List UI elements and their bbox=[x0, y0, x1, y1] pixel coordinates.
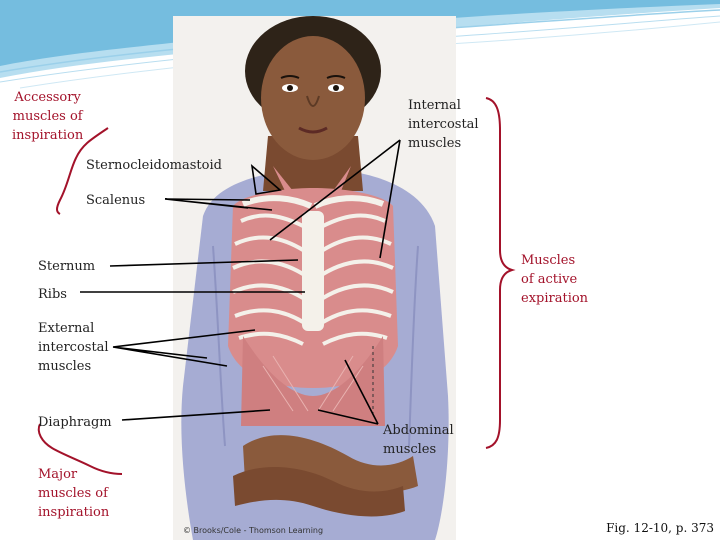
scalenus-label: Scalenus bbox=[86, 193, 146, 208]
accessory-muscles-label: Accessory muscles of inspiration bbox=[12, 90, 84, 143]
figure-reference: Fig. 12-10, p. 373 bbox=[606, 521, 714, 535]
anatomy-illustration bbox=[173, 16, 456, 540]
internal-intercostal-label: Internal intercostal muscles bbox=[408, 98, 479, 151]
external-intercostal-label: External intercostal muscles bbox=[38, 321, 109, 374]
active-expiration-label: Muscles of active expiration bbox=[521, 253, 589, 306]
ribs-label: Ribs bbox=[38, 287, 67, 302]
torso-drawing bbox=[181, 16, 449, 540]
diaphragm-label: Diaphragm bbox=[38, 415, 112, 430]
expiration-bracket bbox=[485, 97, 516, 449]
abdominal-muscles-label: Abdominal muscles bbox=[383, 423, 454, 457]
sternum-label: Sternum bbox=[38, 259, 96, 274]
copyright-credit: © Brooks/Cole - Thomson Learning bbox=[183, 526, 324, 535]
major-inspiration-label: Major muscles of inspiration bbox=[38, 467, 110, 520]
sternocleidomastoid-label: Sternocleidomastoid bbox=[86, 158, 222, 173]
